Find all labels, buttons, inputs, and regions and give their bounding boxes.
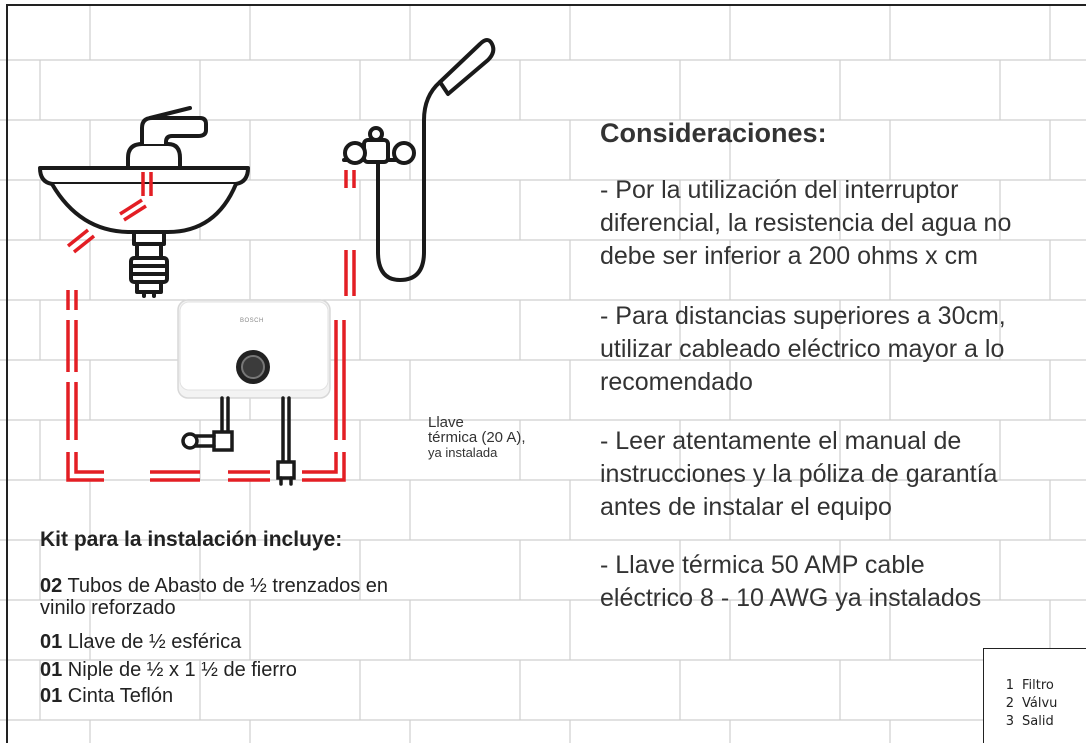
breaker-note-line1: Llave: [428, 414, 464, 431]
heater-brand-logo: BOSCH: [240, 318, 264, 324]
part-label: Salid: [1022, 714, 1054, 729]
sink-supply-lines: [66, 172, 153, 254]
breaker-note: Llave térmica (20 A), ya instalada: [428, 415, 526, 460]
sink-illustration: [38, 106, 250, 298]
kit-item-text: Tubos de Abasto de ½ trenzados en vinilo…: [40, 575, 389, 619]
kit-item-qty: 01: [40, 631, 63, 653]
part-number: 2: [1005, 696, 1014, 711]
part-label: Filtro: [1022, 678, 1054, 693]
parts-table-row: 2 Válvu: [984, 696, 1058, 711]
part-number: 3: [1005, 714, 1014, 729]
heater-connections: [181, 396, 296, 486]
kit-item: 01 Cinta Teflón: [40, 685, 173, 707]
kit-item: 01 Niple de ½ x 1 ½ de fierro: [40, 659, 297, 681]
consideration-item: - Para distancias superiores a 30cm, uti…: [600, 302, 1006, 396]
kit-item-qty: 01: [40, 685, 63, 707]
consideration-item: - Leer atentamente el manual de instrucc…: [600, 427, 998, 521]
kit-item-qty: 01: [40, 659, 63, 681]
kit-item: 01 Llave de ½ esférica: [40, 631, 241, 653]
kit-item-qty: 02: [40, 575, 63, 597]
shower-illustration: [342, 38, 496, 282]
consideration-item: - Por la utilización del interruptor dif…: [600, 176, 1012, 270]
part-number: 1: [1005, 678, 1014, 693]
kit-item-text: Cinta Teflón: [62, 685, 174, 707]
kit-item-text: Llave de ½ esférica: [62, 631, 242, 653]
shower-supply-lines: [344, 170, 356, 296]
kit-item: 02 Tubos de Abasto de ½ trenzados en vin…: [40, 575, 520, 619]
kit-item-text: Niple de ½ x 1 ½ de fierro: [62, 659, 297, 681]
parts-table: 1 Filtro 2 Válvu 3 Salid: [983, 648, 1086, 743]
parts-table-row: 1 Filtro: [984, 678, 1054, 693]
considerations-title: Consideraciones:: [600, 118, 827, 148]
breaker-note-line2: térmica (20 A),: [428, 429, 526, 446]
parts-table-row: 3 Salid: [984, 714, 1054, 729]
kit-title: Kit para la instalación incluye:: [40, 528, 343, 551]
water-heater: [177, 299, 331, 399]
breaker-note-line3: ya instalada: [428, 445, 498, 460]
part-label: Válvu: [1022, 696, 1058, 711]
page-frame: [6, 4, 1086, 743]
consideration-item: - Llave térmica 50 AMP cable eléctrico 8…: [600, 551, 982, 612]
pipe-routing: [66, 290, 346, 482]
